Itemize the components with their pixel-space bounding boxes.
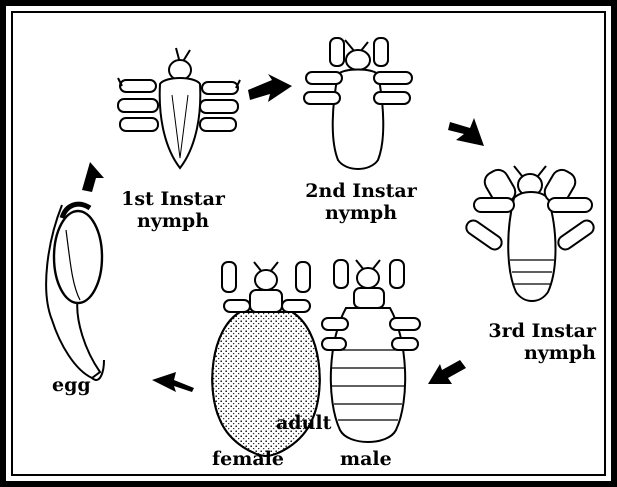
first-instar-label: 1st Instar nymph xyxy=(112,188,234,232)
third-instar-nymph-illustration xyxy=(464,166,597,301)
arrow-egg-to-1st-icon xyxy=(82,162,104,192)
third-instar-label: 3rd Instar nymph xyxy=(470,320,596,364)
egg-label: egg xyxy=(52,374,91,396)
third-instar-label-line2: nymph xyxy=(470,342,596,364)
female-label: female xyxy=(212,448,284,470)
arrow-adult-to-egg-icon xyxy=(152,372,194,392)
arrow-3rd-to-adult-icon xyxy=(428,360,466,384)
third-instar-label-line1: 3rd Instar xyxy=(470,320,596,342)
second-instar-label-line1: 2nd Instar xyxy=(298,180,424,202)
adult-male-louse-illustration xyxy=(322,260,420,442)
second-instar-label: 2nd Instar nymph xyxy=(298,180,424,224)
arrow-1st-to-2nd-icon xyxy=(248,74,292,102)
egg-nit-illustration xyxy=(46,204,104,380)
first-instar-nymph-illustration xyxy=(118,48,240,168)
second-instar-label-line2: nymph xyxy=(298,202,424,224)
first-instar-label-line2: nymph xyxy=(112,210,234,232)
second-instar-nymph-illustration xyxy=(304,38,412,169)
arrow-2nd-to-3rd-icon xyxy=(448,118,484,146)
male-label: male xyxy=(340,448,392,470)
first-instar-label-line1: 1st Instar xyxy=(112,188,234,210)
adult-label: adult xyxy=(276,412,331,434)
